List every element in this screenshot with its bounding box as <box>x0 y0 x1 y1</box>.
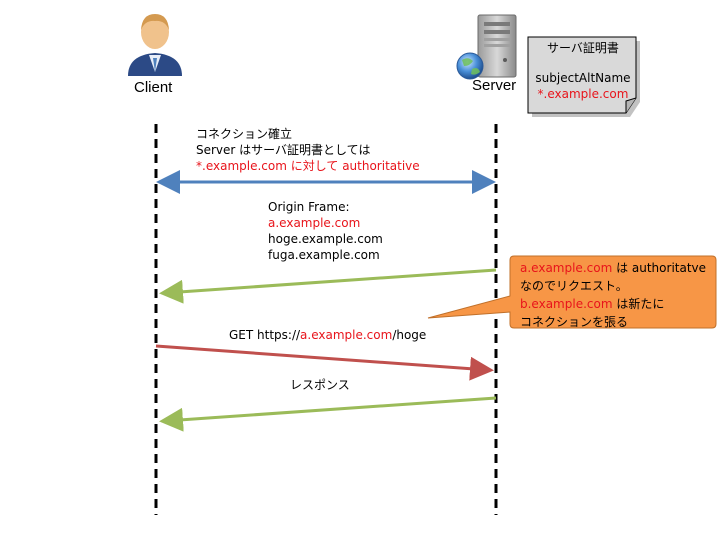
globe-icon <box>456 52 484 80</box>
callout-host-a: a.example.com <box>520 261 613 275</box>
get-host: a.example.com <box>300 328 393 342</box>
certificate-value: *.example.com <box>537 87 629 101</box>
server-tower-icon <box>477 14 517 78</box>
callout-line1: a.example.com は authoritatve <box>520 259 710 277</box>
callout-line2: なのでリクエスト。 <box>520 279 628 293</box>
connection-line3: *.example.com に対して authoritative <box>196 158 420 174</box>
get-prefix: GET https:// <box>229 328 301 342</box>
connection-line2: Server はサーバ証明書としては <box>196 143 371 157</box>
origin-frame-title: Origin Frame: <box>268 200 350 214</box>
callout-line4: コネクションを張る <box>520 315 629 329</box>
document-icon <box>527 36 640 117</box>
certificate-title: サーバ証明書 <box>547 41 619 55</box>
server-label: Server <box>472 77 517 94</box>
callout-line1-rest: は authoritatve <box>612 261 707 275</box>
certificate-field: subjectAltName <box>535 71 631 85</box>
response-arrow <box>159 396 497 432</box>
certificate-box: サーバ証明書 subjectAltName *.example.com <box>529 38 637 112</box>
connection-line1: コネクション確立 <box>196 127 293 141</box>
user-icon <box>128 14 182 76</box>
origin-frame-entry: a.example.com <box>268 216 361 230</box>
wildcard-domain: *.example.com <box>196 159 287 173</box>
callout-bubble <box>427 255 717 329</box>
get-path: /hoge <box>392 328 427 342</box>
get-request-arrow <box>155 344 494 381</box>
callout-host-b: b.example.com <box>520 297 613 311</box>
authoritative-text: に対して authoritative <box>286 159 420 173</box>
response-label: レスポンス <box>290 378 350 392</box>
origin-frame-label: Origin Frame: a.example.com hoge.example… <box>268 199 383 263</box>
get-request-label: GET https://a.example.com/hoge <box>229 327 426 343</box>
origin-frame-arrow <box>159 268 497 304</box>
origin-frame-entry: fuga.example.com <box>268 248 380 262</box>
origin-frame-entry: hoge.example.com <box>268 232 383 246</box>
callout-text: a.example.com は authoritatve なのでリクエスト。 b… <box>520 259 710 331</box>
callout-line3: b.example.com は新たに <box>520 295 710 313</box>
callout-line3-rest: は新たに <box>612 297 665 311</box>
connection-label: コネクション確立 Server はサーバ証明書としては *.example.co… <box>196 126 420 174</box>
client-label: Client <box>134 79 173 96</box>
